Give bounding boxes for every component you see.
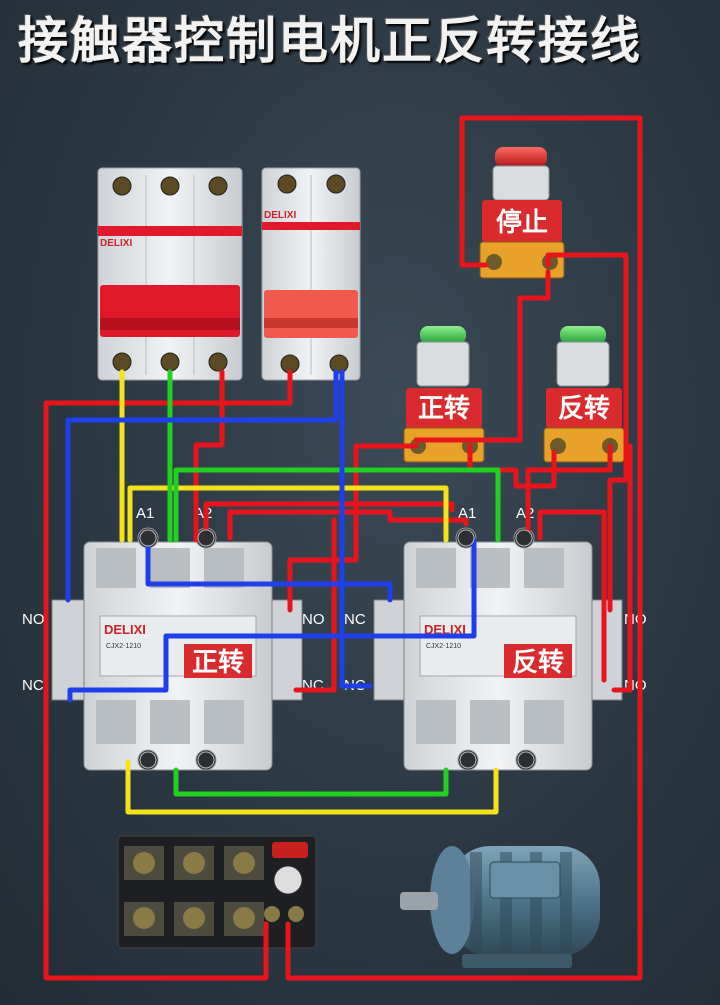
wire-red [611, 443, 633, 693]
breaker-handle-2[interactable] [264, 290, 358, 338]
wire-red [525, 443, 613, 543]
aux-label: NC [22, 677, 44, 694]
wire-blue [67, 537, 477, 703]
breaker-brand-2: DELIXI [264, 210, 296, 221]
terminal-screws [139, 529, 535, 769]
wire-yellow [127, 485, 449, 543]
page-title: 接触器控制电机正反转接线 [18, 12, 642, 70]
coil-a1-label: A1 [136, 505, 154, 522]
forward-label: 正转 [418, 394, 470, 424]
wire-red [43, 369, 293, 981]
contactor-forward: DELIXI CJX2-1210 正转 A1 A2 NO NC NO NC [22, 505, 325, 771]
aux-label: NO [302, 611, 325, 628]
wire-red [537, 509, 607, 683]
aux-label: NC [344, 611, 366, 628]
wire-red [203, 501, 455, 541]
contactor-brand: DELIXI [424, 622, 466, 637]
three-pole-breaker: DELIXI [97, 167, 243, 381]
wire-blue [339, 369, 373, 689]
stop-label: 停止 [496, 207, 548, 238]
wire-green [173, 467, 501, 543]
wire-blue [145, 537, 393, 603]
wire-red [285, 115, 643, 981]
two-pole-breaker: DELIXI [261, 167, 361, 381]
wire-red [193, 369, 225, 543]
contactor-brand: DELIXI [104, 622, 146, 637]
wire-blue [65, 369, 339, 603]
wire-red [467, 443, 557, 489]
contactor-tag: 正转 [192, 648, 244, 678]
aux-label: NO [22, 611, 45, 628]
coil-a2-label: A2 [516, 505, 534, 522]
aux-label: NO [624, 611, 647, 628]
breaker-brand: DELIXI [100, 238, 132, 249]
wire-red [413, 269, 551, 443]
contactor-model: CJX2-1210 [106, 643, 141, 650]
wire-red [287, 443, 419, 613]
wire-red [293, 517, 337, 693]
motor [400, 846, 600, 968]
stop-button[interactable]: 停止 [479, 147, 565, 279]
wire-red [545, 252, 629, 613]
wire-red [227, 509, 469, 541]
contactor-model: CJX2-1210 [426, 643, 461, 650]
reverse-label: 反转 [558, 394, 610, 424]
contactor-tag: 反转 [512, 648, 564, 678]
wire-yellow [125, 759, 499, 815]
reset-button[interactable] [272, 842, 308, 858]
thermal-overload-relay [117, 835, 317, 949]
forward-button[interactable]: 正转 [403, 326, 485, 463]
wire-green [173, 767, 449, 797]
reverse-button[interactable]: 反转 [543, 326, 625, 463]
contactor-reverse: DELIXI CJX2-1210 反转 A1 A2 NC NC NO NO [344, 505, 647, 771]
wire-red [459, 115, 489, 268]
